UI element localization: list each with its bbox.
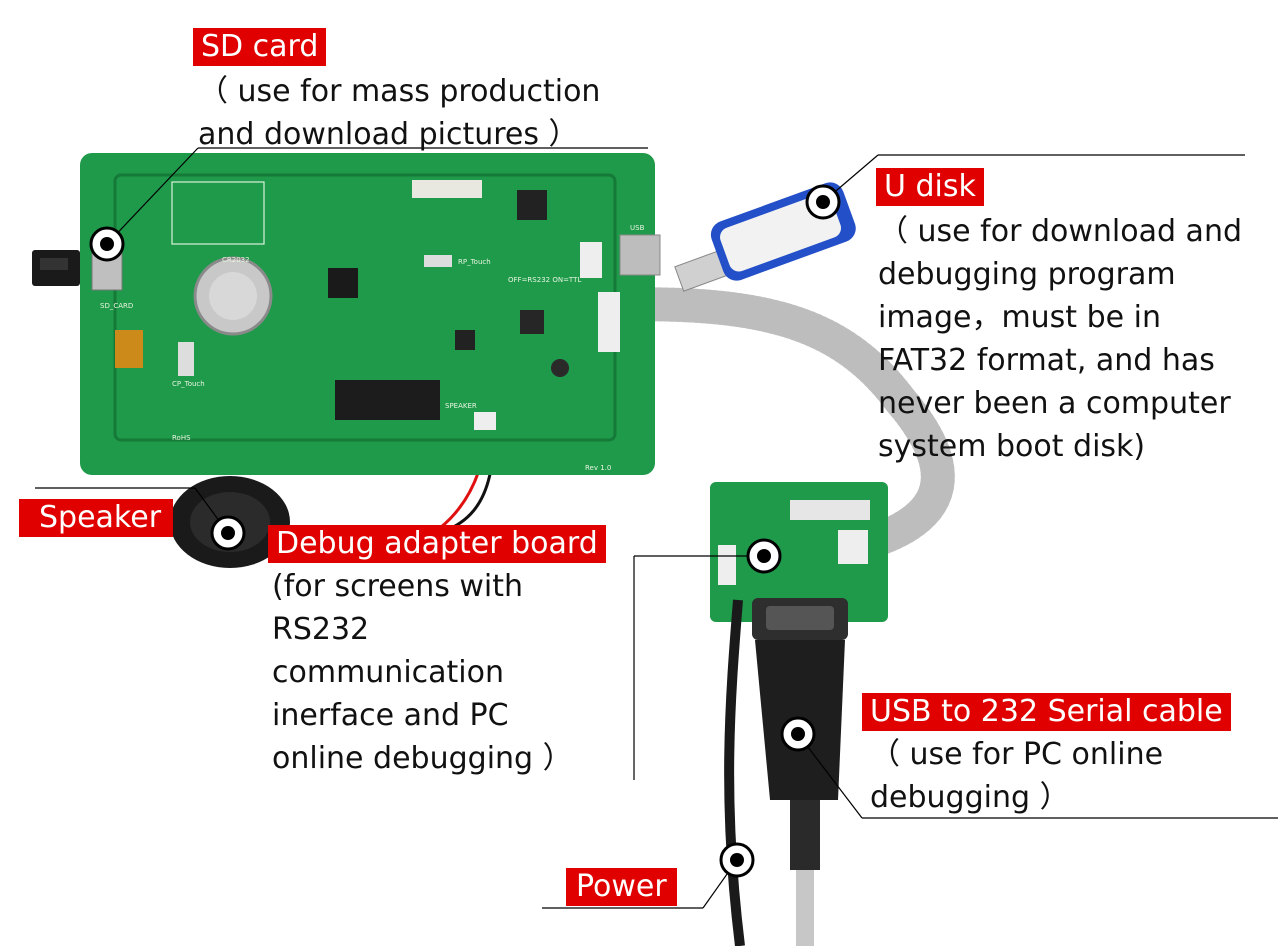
callout-marker-icon [89,184,841,878]
svg-text:RoHS: RoHS [172,434,191,442]
svg-text:CR2032: CR2032 [222,256,250,264]
u-disk-label: U disk [876,168,984,206]
sd-card-icon [32,250,80,286]
usb-cable-description: （ use for PC online debugging ） [870,737,1164,815]
u-disk-description: （ use for download and debugging program… [878,214,1242,464]
power-cable [724,599,745,946]
debug-adapter-board [710,482,888,640]
speaker-label: Speaker [19,499,174,537]
sd-card-description: （ use for mass production and download p… [198,74,601,152]
svg-text:OFF=RS232 ON=TTL: OFF=RS232 ON=TTL [508,276,581,284]
power-label: Power [566,868,677,906]
debug-board-label: Debug adapter board [268,525,606,563]
svg-text:RP_Touch: RP_Touch [458,258,491,266]
svg-text:USB: USB [630,224,645,232]
debug-board-description: (for screens with RS232 communication in… [272,569,573,776]
db9-connector-icon [755,640,845,946]
leader-lines [35,147,1278,909]
sd-card-label: SD card [193,28,327,66]
svg-text:SD_CARD: SD_CARD [100,302,133,310]
main-board: CR2032 SD_CARD CP_Touch RP_Touch USB OFF… [80,153,661,475]
svg-text:Rev 1.0: Rev 1.0 [585,464,611,472]
svg-text:CP_Touch: CP_Touch [172,380,205,388]
usb-cable-label: USB to 232 Serial cable [862,693,1231,731]
svg-text:SPEAKER: SPEAKER [445,402,477,410]
